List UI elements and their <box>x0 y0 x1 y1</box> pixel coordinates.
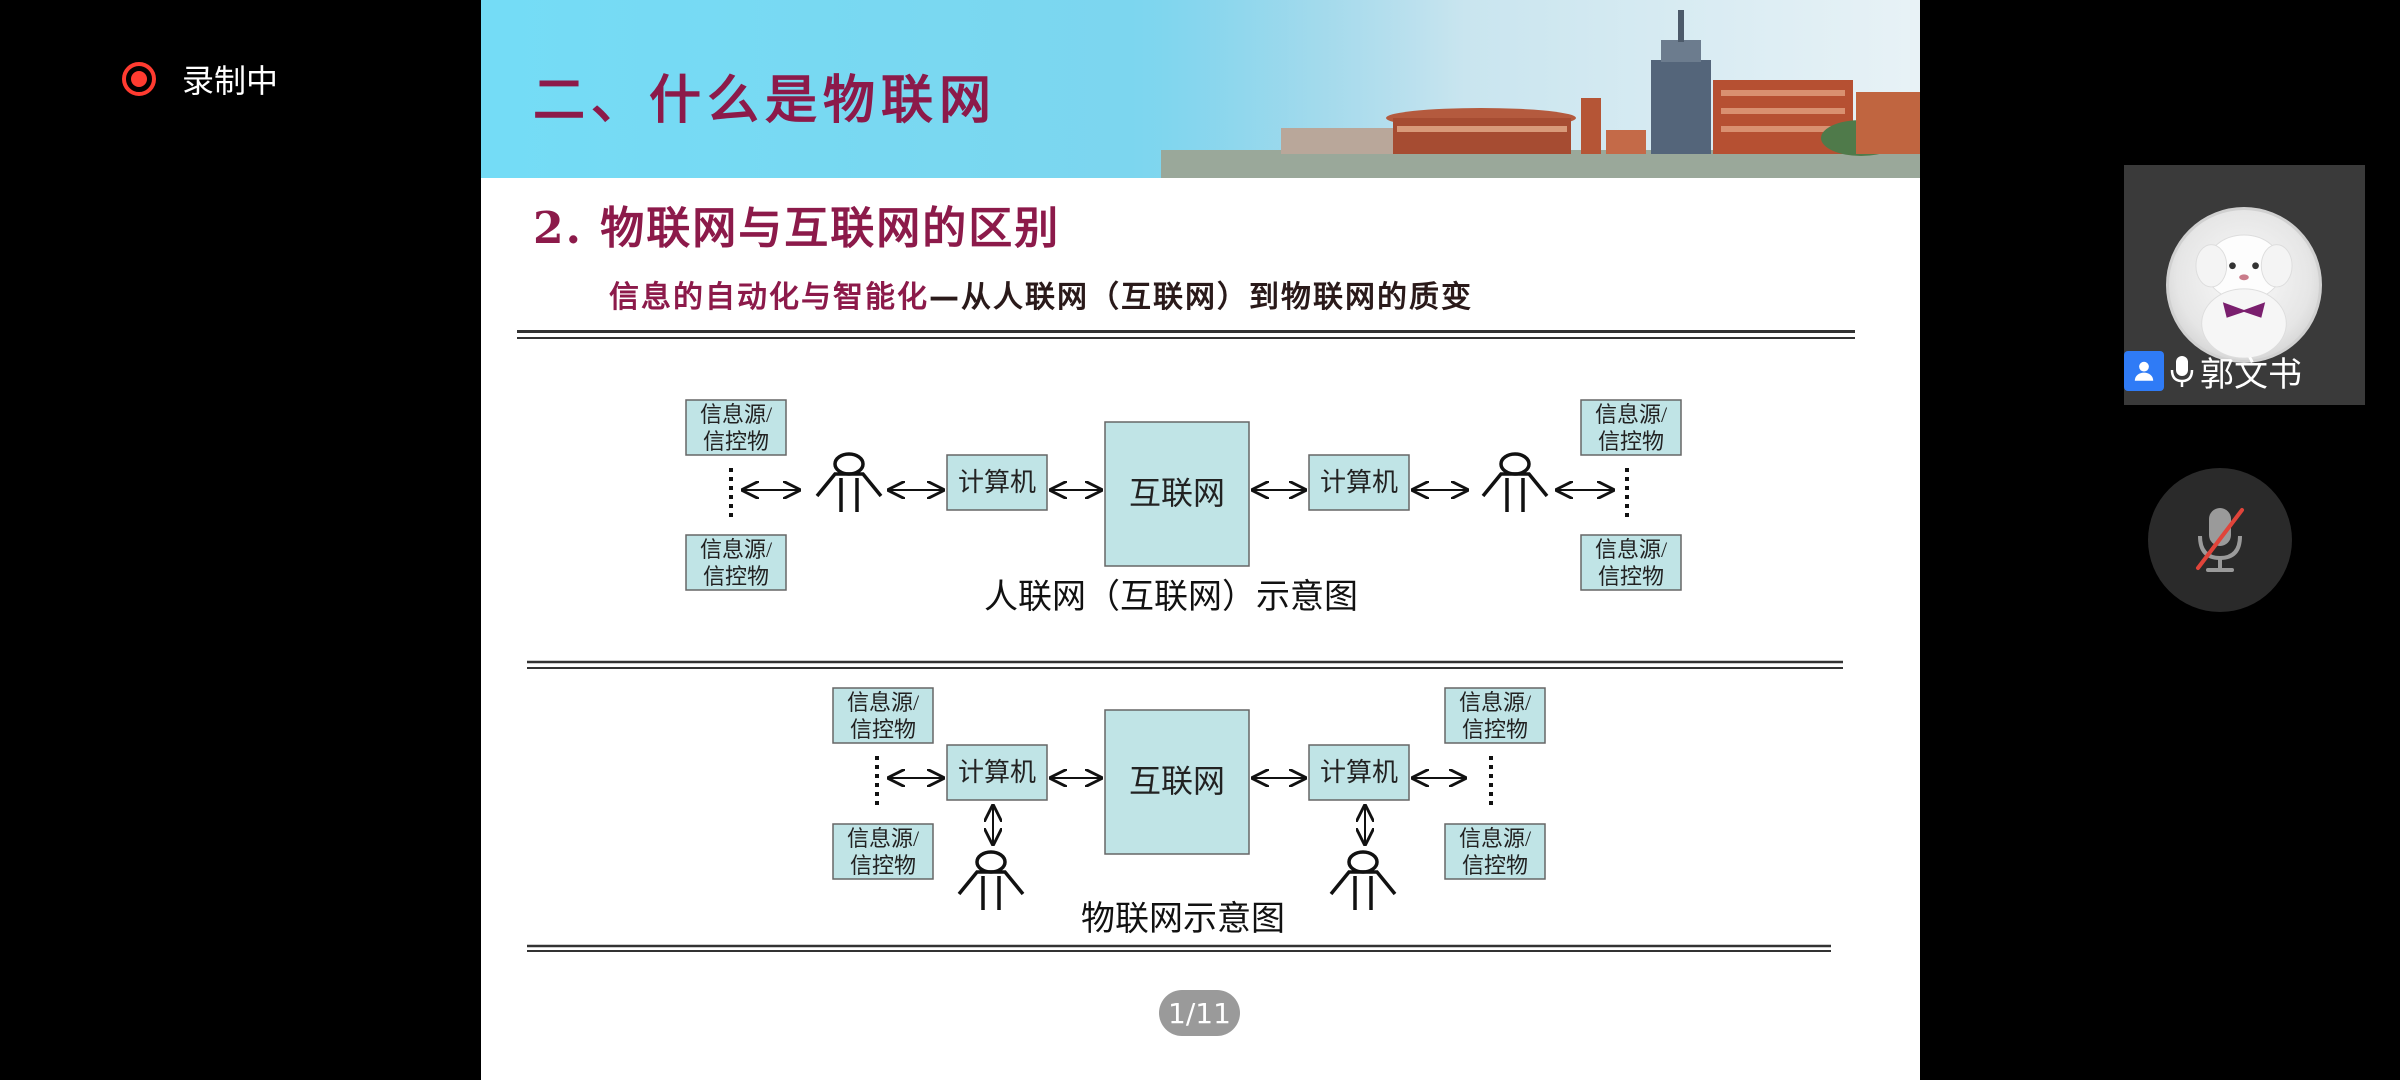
campus-building-image <box>1161 0 1920 178</box>
slide-banner: 二、什么是物联网 <box>481 0 1920 178</box>
internet-box: 互联网 <box>1104 709 1250 855</box>
participant-name: 郭文书 <box>2200 354 2302 395</box>
internet-box: 互联网 <box>1104 421 1250 567</box>
plush-toy-image <box>2195 234 2293 359</box>
person-icon <box>815 452 883 512</box>
computer-box: 计算机 <box>946 454 1048 511</box>
divider-top-2 <box>517 337 1855 339</box>
slide-caption: 信息的自动化与智能化—从人联网（互联网）到物联网的质变 <box>609 272 1473 316</box>
info-source-line1: 信息源/ <box>700 402 773 427</box>
diagram-human-internet: 信息源/ 信控物 信息源/ 信控物 计算机 <box>685 399 1682 616</box>
slide-subtitle: 2. 物联网与互联网的区别 <box>533 203 1061 254</box>
caption-dark-part: —从人联网（互联网）到物联网的质变 <box>929 280 1473 315</box>
info-source-box: 信息源/ 信控物 <box>1580 534 1682 591</box>
computer-label: 计算机 <box>1320 468 1398 497</box>
slide-banner-title: 二、什么是物联网 <box>533 70 998 131</box>
info-source-line2: 信控物 <box>850 717 916 742</box>
info-source-line1: 信息源/ <box>1459 826 1532 851</box>
internet-label: 互联网 <box>1129 763 1225 799</box>
computer-label: 计算机 <box>958 468 1036 497</box>
info-source-box: 信息源/ 信控物 <box>832 823 934 880</box>
info-source-line2: 信控物 <box>850 853 916 878</box>
divider-top <box>517 330 1855 333</box>
participant-name-bar: 郭文书 <box>2124 351 2302 395</box>
info-source-line2: 信控物 <box>1462 717 1528 742</box>
info-source-line1: 信息源/ <box>847 826 920 851</box>
person-icon <box>957 850 1025 910</box>
info-source-box: 信息源/ 信控物 <box>1580 399 1682 456</box>
computer-box: 计算机 <box>1308 454 1410 511</box>
user-icon <box>2124 351 2164 391</box>
info-source-line1: 信息源/ <box>1459 690 1532 715</box>
participant-video-tile[interactable]: 郭文书 <box>2124 165 2365 405</box>
info-source-line2: 信控物 <box>1598 564 1664 589</box>
computer-label: 计算机 <box>958 758 1036 787</box>
person-icon <box>1329 850 1397 910</box>
info-source-box: 信息源/ 信控物 <box>685 399 787 456</box>
caption-red-part: 信息的自动化与智能化 <box>609 280 929 315</box>
recording-label: 录制中 <box>182 62 279 100</box>
info-source-box: 信息源/ 信控物 <box>685 534 787 591</box>
slide-diagrams: 信息源/ 信控物 信息源/ 信控物 计算机 <box>527 399 1843 952</box>
internet-label: 互联网 <box>1129 475 1225 511</box>
recording-indicator: 录制中 <box>122 56 278 102</box>
info-source-line2: 信控物 <box>703 429 769 454</box>
mute-button[interactable] <box>2148 468 2292 612</box>
mic-icon <box>2170 356 2194 387</box>
computer-label: 计算机 <box>1320 758 1398 787</box>
info-source-line2: 信控物 <box>1462 853 1528 878</box>
info-source-box: 信息源/ 信控物 <box>1444 687 1546 744</box>
mic-muted-icon <box>2196 508 2244 572</box>
record-dot-icon <box>122 62 156 96</box>
person-icon <box>1481 452 1549 512</box>
avatar <box>2166 207 2322 363</box>
info-source-box: 信息源/ 信控物 <box>1444 823 1546 880</box>
info-source-line1: 信息源/ <box>700 537 773 562</box>
info-source-line1: 信息源/ <box>1595 537 1668 562</box>
page-indicator[interactable]: 1/11 <box>1159 990 1240 1036</box>
diagram2-title: 物联网示意图 <box>1081 900 1285 938</box>
info-source-line1: 信息源/ <box>1595 402 1668 427</box>
info-source-line1: 信息源/ <box>847 690 920 715</box>
info-source-line2: 信控物 <box>703 564 769 589</box>
computer-box: 计算机 <box>946 744 1048 801</box>
diagram1-title: 人联网（互联网）示意图 <box>984 578 1358 616</box>
info-source-box: 信息源/ 信控物 <box>832 687 934 744</box>
shared-slide: 二、什么是物联网 2. 物联网与互联网的区别 信息的自动化与智能化—从人联网（互… <box>481 0 1920 1080</box>
info-source-line2: 信控物 <box>1598 429 1664 454</box>
computer-box: 计算机 <box>1308 744 1410 801</box>
diagram-internet-of-things: 信息源/ 信控物 信息源/ 信控物 计算机 <box>832 687 1546 938</box>
